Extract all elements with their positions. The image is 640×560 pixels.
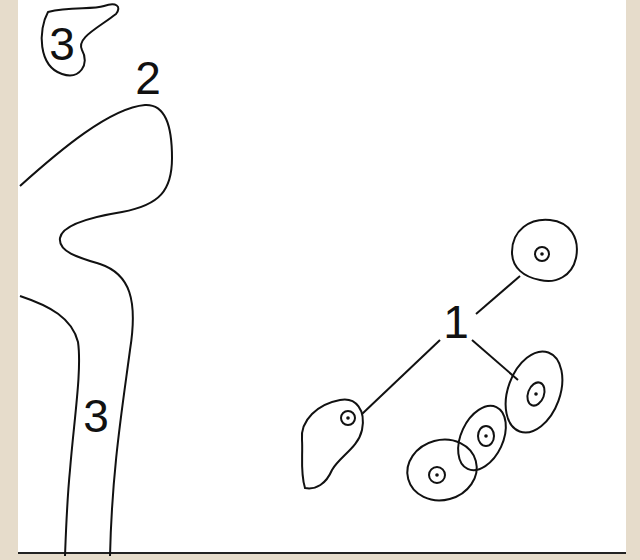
cell-nucleus	[341, 411, 355, 425]
tissue-outline-inner	[20, 296, 79, 556]
cell-outline	[400, 432, 483, 508]
cell-nucleus	[535, 247, 549, 261]
callout-number: 1	[443, 299, 469, 345]
cell-nucleus	[478, 426, 494, 446]
cell-nucleus	[524, 380, 547, 408]
tissue-outline	[20, 105, 172, 556]
cell-outline	[449, 398, 516, 477]
cell-outline	[302, 400, 363, 489]
callout-number: 3	[49, 21, 75, 67]
callout-number: 3	[83, 393, 109, 439]
leader-line	[472, 340, 518, 380]
cell-nucleus	[429, 467, 445, 483]
cell-outline	[512, 220, 577, 281]
leader-line	[476, 276, 520, 314]
leader-line	[362, 340, 440, 414]
small-lobe-outline	[42, 4, 119, 75]
callout-number: 2	[135, 55, 161, 101]
white-panel	[18, 0, 626, 553]
